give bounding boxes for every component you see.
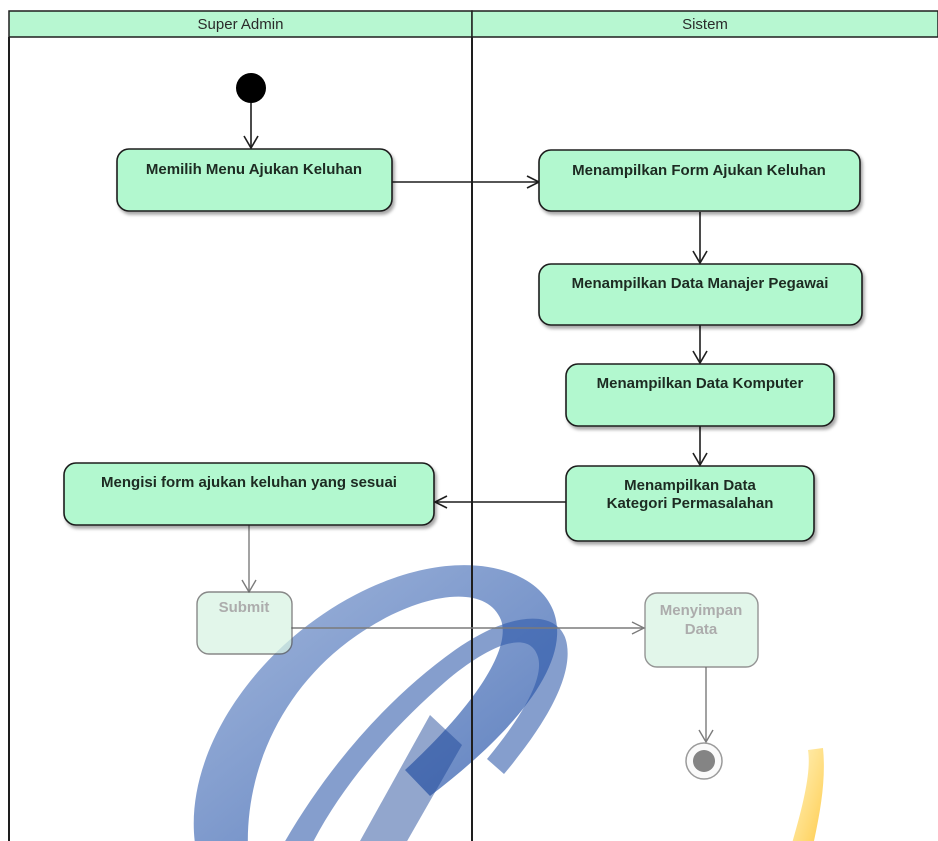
- arrowhead-start-to-memilih: [243, 135, 259, 150]
- activity-menyimpan-data: Menyimpan Data: [644, 592, 759, 668]
- arrowhead-form-to-manajer: [692, 250, 708, 265]
- swimlane-borders: [8, 37, 473, 841]
- activity-menyimpan-data-label-line-1: Menyimpan: [660, 602, 743, 619]
- activity-memilih-menu-label: Memilih Menu Ajukan Keluhan: [146, 161, 362, 178]
- watermark-logo: [193, 565, 824, 841]
- activity-menampilkan-manajer-label: Menampilkan Data Manajer Pegawai: [572, 275, 829, 292]
- lane-title-super-admin: Super Admin: [198, 16, 284, 33]
- arrowhead-submit-to-menyimpan: [631, 621, 646, 635]
- activity-menampilkan-form: Menampilkan Form Ajukan Keluhan: [538, 149, 861, 212]
- end-node: [685, 742, 723, 780]
- activity-submit: Submit: [196, 591, 293, 655]
- activity-submit-label: Submit: [219, 599, 270, 616]
- activity-submit-box: [196, 591, 293, 655]
- activity-menampilkan-form-label: Menampilkan Form Ajukan Keluhan: [572, 162, 826, 179]
- activity-menampilkan-kategori-box: [565, 465, 815, 542]
- start-node: [236, 73, 266, 103]
- arrowhead-menyimpan-to-end: [698, 729, 714, 744]
- arrowhead-komputer-to-kategori: [692, 452, 708, 467]
- end-node-inner: [693, 750, 715, 772]
- activity-mengisi-form-label: Mengisi form ajukan keluhan yang sesuai: [101, 474, 397, 491]
- activity-menampilkan-komputer-box: [565, 363, 835, 427]
- activity-menyimpan-data-box: [644, 592, 759, 668]
- activity-menampilkan-kategori-label-line-2: Kategori Permasalahan: [607, 495, 774, 512]
- activity-memilih-menu: Memilih Menu Ajukan Keluhan: [116, 148, 393, 212]
- activity-menyimpan-data-label-line-2: Data: [685, 621, 718, 638]
- activity-menampilkan-manajer: Menampilkan Data Manajer Pegawai: [538, 263, 863, 326]
- activity-menampilkan-manajer-box: [538, 263, 863, 326]
- swimlane-headers: Super Admin Sistem: [8, 10, 938, 38]
- activity-menampilkan-kategori: Menampilkan Data Kategori Permasalahan: [565, 465, 815, 542]
- activity-mengisi-form: Mengisi form ajukan keluhan yang sesuai: [63, 462, 435, 526]
- arrowhead-kategori-to-mengisi: [433, 495, 448, 509]
- activity-menampilkan-form-box: [538, 149, 861, 212]
- lane-header-sistem: [471, 10, 938, 38]
- activity-mengisi-form-box: [63, 462, 435, 526]
- arrowhead-manajer-to-komputer: [692, 350, 708, 365]
- activity-menampilkan-kategori-label-line-1: Menampilkan Data: [624, 477, 756, 494]
- activity-menampilkan-komputer-label: Menampilkan Data Komputer: [597, 375, 804, 392]
- lane-title-sistem: Sistem: [682, 16, 728, 33]
- activity-menampilkan-komputer: Menampilkan Data Komputer: [565, 363, 835, 427]
- start-node-dot: [236, 73, 266, 103]
- activity-memilih-menu-box: [116, 148, 393, 212]
